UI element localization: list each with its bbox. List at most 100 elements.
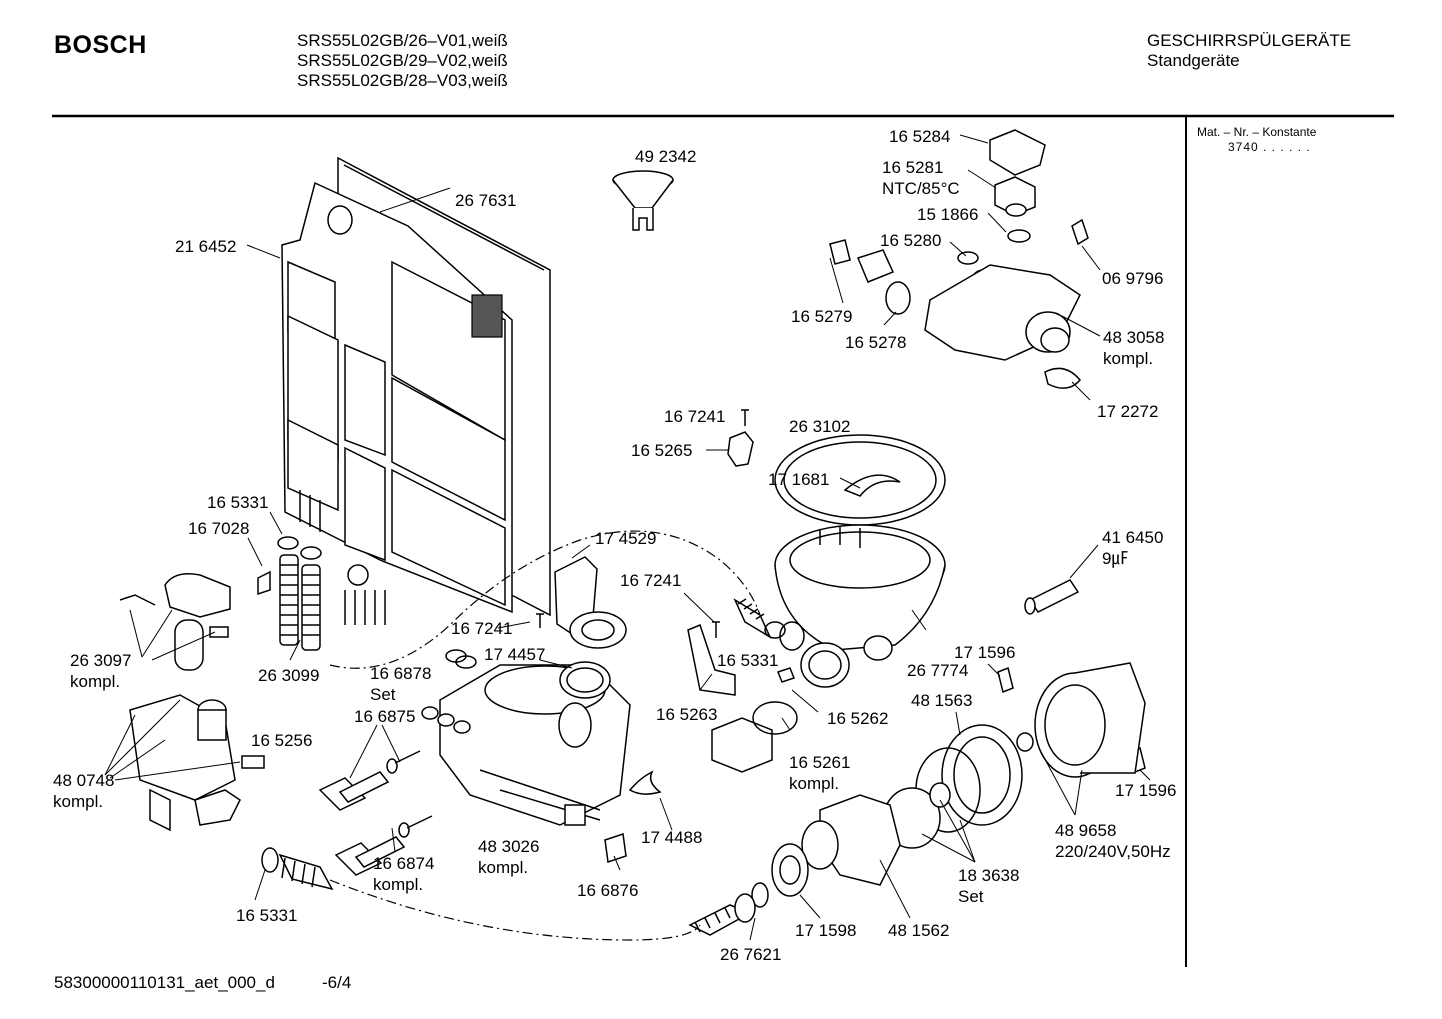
part-label: kompl.: [1103, 349, 1154, 368]
clip-part: [997, 666, 1014, 694]
part-label: 16 5263: [656, 705, 718, 724]
screw-part: [536, 613, 544, 628]
part-label: 41 6450: [1102, 528, 1164, 547]
part-label: 26 3102: [789, 417, 851, 436]
part-label: 16 7241: [664, 407, 726, 426]
part-label: 16 5281: [882, 158, 944, 177]
part-label: 17 4529: [595, 529, 657, 548]
part-label: 49 2342: [635, 147, 697, 166]
routing-line: [329, 530, 761, 669]
water-valve-assembly: [829, 129, 1089, 389]
seal-set: [445, 649, 477, 669]
bellows-hoses: [277, 536, 322, 651]
part-label: 16 7028: [188, 519, 250, 538]
sidebar-value: 3740 . . . . . .: [1228, 140, 1311, 154]
screw-part: [741, 409, 749, 426]
part-label: 16 5262: [827, 709, 889, 728]
part-label: 18 3638: [958, 866, 1020, 885]
part-label: 16 5278: [845, 333, 907, 352]
part-label: 17 1596: [954, 643, 1016, 662]
brand-logo: BOSCH: [54, 31, 147, 59]
part-label: 21 6452: [175, 237, 237, 256]
part-label: 16 5284: [889, 127, 951, 146]
part-label: 16 7241: [451, 619, 513, 638]
part-label: 26 7621: [720, 945, 782, 964]
part-label: 17 1598: [795, 921, 857, 940]
circulation-motor: [1016, 662, 1146, 778]
solenoid-valves: [318, 750, 433, 876]
part-label: kompl.: [70, 672, 121, 691]
part-label: kompl.: [478, 858, 529, 877]
model-2: SRS55L02GB/29–V02,weiß: [297, 51, 508, 70]
insulation-pad: [281, 181, 513, 625]
category-subtitle: Standgeräte: [1147, 51, 1240, 70]
page-number: -6/4: [322, 973, 352, 992]
gasket-part: [628, 770, 662, 795]
leader-lines: [104, 134, 1151, 941]
part-label: 16 5331: [236, 906, 298, 925]
part-label: 16 6876: [577, 881, 639, 900]
part-label: 48 1562: [888, 921, 950, 940]
part-label: 48 3058: [1103, 328, 1165, 347]
funnel-part: [612, 170, 674, 231]
pressure-switch: [119, 570, 271, 671]
clip-part: [604, 833, 627, 863]
part-label: 48 1563: [911, 691, 973, 710]
heater-relay: [711, 717, 773, 773]
part-label: 16 5279: [791, 307, 853, 326]
part-label: Set: [370, 685, 396, 704]
part-label: kompl.: [789, 774, 840, 793]
part-label: 26 7774: [907, 661, 969, 680]
part-label: 17 1596: [1115, 781, 1177, 800]
part-label: 48 9658: [1055, 821, 1117, 840]
screw-part: [712, 621, 720, 638]
water-softener: [421, 661, 631, 826]
part-label: 17 4488: [641, 828, 703, 847]
part-label: 26 3099: [258, 666, 320, 685]
part-label: 16 5256: [251, 731, 313, 750]
part-label: 15 1866: [917, 205, 979, 224]
part-label: kompl.: [373, 875, 424, 894]
part-label: 06 9796: [1102, 269, 1164, 288]
part-label: 16 6875: [354, 707, 416, 726]
part-label: 16 5280: [880, 231, 942, 250]
part-label: 26 7631: [455, 191, 517, 210]
part-label: 16 6878: [370, 664, 432, 683]
part-label: 17 4457: [484, 645, 546, 664]
model-list: SRS55L02GB/26–V01,weiß SRS55L02GB/29–V02…: [297, 31, 508, 91]
part-label: 26 3097: [70, 651, 132, 670]
part-label: Set: [958, 887, 984, 906]
o-ring: [752, 701, 798, 735]
part-label: 16 5265: [631, 441, 693, 460]
doc-id: 58300000110131_aet_000_d: [54, 973, 275, 992]
routing-line: [329, 879, 701, 941]
inlet-valve-block: [129, 694, 265, 832]
model-1: SRS55L02GB/26–V01,weiß: [297, 31, 508, 50]
part-label: 9㎌: [1102, 549, 1129, 568]
drain-hoses: [261, 847, 769, 936]
part-label: 16 5331: [207, 493, 269, 512]
part-label: 17 2272: [1097, 402, 1159, 421]
category-title: GESCHIRRSPÜLGERÄTE: [1147, 31, 1352, 50]
bellows-middle: [733, 598, 786, 639]
model-3: SRS55L02GB/28–V03,weiß: [297, 71, 508, 90]
part-label: 16 7241: [620, 571, 682, 590]
part-label: 17 1681: [768, 470, 830, 489]
clip-part: [777, 667, 795, 683]
pump-assembly: [771, 724, 1023, 897]
part-label: 48 0748: [53, 771, 115, 790]
capacitor: [1024, 579, 1080, 615]
sidebar-title: Mat. – Nr. – Konstante: [1197, 125, 1317, 139]
part-label: 16 5261: [789, 753, 851, 772]
part-label: 16 5331: [717, 651, 779, 670]
part-label: kompl.: [53, 792, 104, 811]
bracket-part: [554, 556, 627, 649]
category-block: GESCHIRRSPÜLGERÄTE Standgeräte: [1147, 31, 1351, 71]
sump-assembly: [774, 434, 946, 688]
part-label: 220/240V,50Hz: [1055, 842, 1171, 861]
part-label: NTC/85°C: [882, 179, 960, 198]
part-label: 16 6874: [373, 854, 435, 873]
clip-part: [727, 431, 754, 467]
part-label: 48 3026: [478, 837, 540, 856]
